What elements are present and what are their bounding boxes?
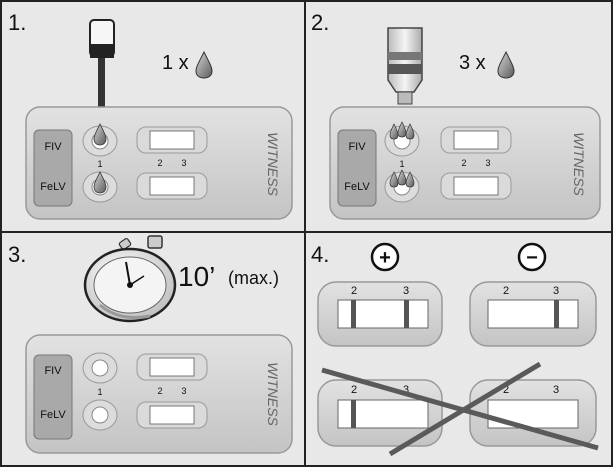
well-number: 1 [399,159,404,169]
drop-count-label: 3 x [459,52,486,74]
drop-icon [93,123,107,146]
test-card: FIV FeLV 1 2 3 WITNESS [329,106,601,220]
timer-label: 10’ [178,261,215,292]
drop-icon [389,169,415,188]
window-number-2: 2 [461,158,466,168]
test-card: FIV FeLV 1 2 3 WITNESS [25,334,293,454]
svg-text:3: 3 [403,285,409,297]
step-number: 1. [8,10,26,35]
svg-text:+: + [379,247,391,269]
svg-text:2: 2 [503,285,509,297]
drop-icon [497,50,515,79]
cross-out-line [388,361,542,457]
fiv-label: FIV [348,141,366,153]
fiv-label: FIV [44,141,62,153]
dropper-icon [89,19,115,118]
brand-logo: WITNESS [265,362,281,426]
felv-label: FeLV [40,409,66,421]
stopwatch-icon [83,235,177,323]
drop-icon [93,171,107,194]
svg-text:2: 2 [351,285,357,297]
brand-logo: WITNESS [571,132,587,196]
positive-result-icon: + [370,242,400,272]
window-number-2: 2 [157,158,162,168]
cross-out-line [321,367,599,451]
negative-result-icon: − [517,242,547,272]
step-number: 4. [311,242,329,267]
step-number: 2. [311,10,329,35]
drop-count-label: 1 x [162,52,189,74]
timer-note: (max.) [228,268,279,288]
positive-result-window: 2 3 [317,281,443,347]
window-number-3: 3 [485,158,490,168]
svg-text:3: 3 [553,285,559,297]
svg-text:3: 3 [403,384,409,396]
window-number-3: 3 [181,158,186,168]
buffer-bottle-icon [387,27,423,105]
drop-icon [389,121,415,140]
svg-text:2: 2 [503,384,509,396]
svg-text:−: − [526,247,538,269]
felv-label: FeLV [344,181,370,193]
brand-logo: WITNESS [265,132,281,196]
svg-text:2: 2 [351,384,357,396]
test-card: FIV FeLV 1 2 3 WITNESS [25,106,293,220]
negative-result-window: 2 3 [469,281,597,347]
felv-label: FeLV [40,181,66,193]
invalid-result-window: 2 3 [469,379,597,447]
svg-text:3: 3 [553,384,559,396]
well-number: 1 [97,387,102,397]
well-number: 1 [97,159,102,169]
drop-icon [195,50,213,79]
step-number: 3. [8,242,26,267]
fiv-label: FIV [44,365,62,377]
window-number-2: 2 [157,386,162,396]
window-number-3: 3 [181,386,186,396]
